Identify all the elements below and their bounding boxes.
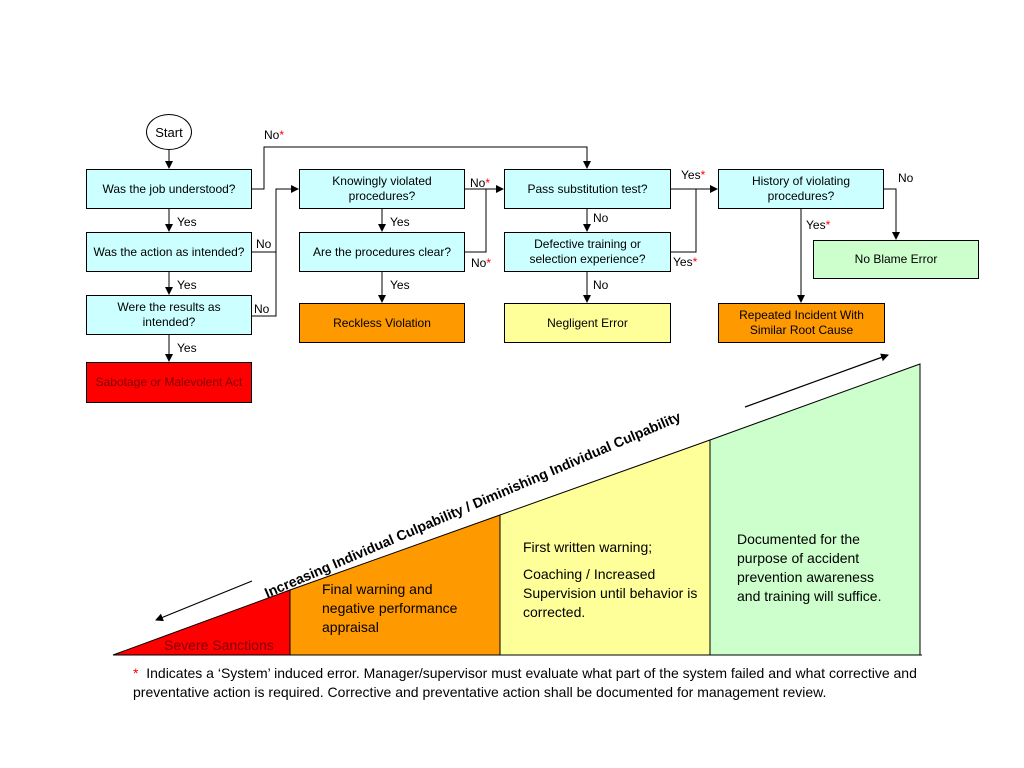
edge-label-yes: Yes xyxy=(177,341,197,355)
first-warning-line: First written warning; xyxy=(523,539,653,555)
box-job-understood: Was the job understood? xyxy=(86,169,252,209)
edge-label-yes: Yes xyxy=(390,278,410,292)
edge-label-yes: Yes xyxy=(390,215,410,229)
box-repeated-incident: Repeated Incident With Similar Root Caus… xyxy=(718,303,885,343)
zone-text-first-warning: First written warning; Coaching / Increa… xyxy=(523,538,707,630)
edge-label-no: No xyxy=(254,302,270,316)
edge-label-yes: Yes xyxy=(177,278,197,292)
box-defective-training: Defective training or selection experien… xyxy=(504,232,671,272)
edge-label-no: No xyxy=(593,278,609,292)
box-substitution-test: Pass substitution test? xyxy=(504,169,671,209)
box-history-violating: History of violating procedures? xyxy=(718,169,884,209)
start-node: Start xyxy=(146,114,192,150)
edge-label-no-star: No* xyxy=(264,128,285,142)
zone-documented xyxy=(709,363,921,656)
edge-label-yes-star: Yes* xyxy=(806,218,831,232)
edge-label-no-star: No* xyxy=(470,176,491,190)
box-no-blame-error: No Blame Error xyxy=(813,240,979,279)
culpability-arrow-lower xyxy=(155,580,253,622)
box-action-intended: Was the action as intended? xyxy=(86,232,252,272)
footnote: * Indicates a ‘System’ induced error. Ma… xyxy=(133,664,933,702)
footnote-star: * xyxy=(133,665,139,681)
edge-label-no: No xyxy=(593,211,609,225)
footnote-text: Indicates a ‘System’ induced error. Mana… xyxy=(133,665,917,700)
culpability-arrow-upper xyxy=(744,353,889,408)
edge-label-yes: Yes xyxy=(177,215,197,229)
box-results-intended: Were the results as intended? xyxy=(86,295,252,335)
box-negligent-error: Negligent Error xyxy=(504,303,671,343)
box-knowingly-violated: Knowingly violated procedures? xyxy=(299,169,465,209)
box-sabotage: Sabotage or Malevolent Act xyxy=(86,362,252,403)
edge-label-no: No xyxy=(898,171,914,185)
edge-label-no-star: No* xyxy=(471,256,492,270)
edge-label-yes-star: Yes* xyxy=(681,168,706,182)
box-reckless-violation: Reckless Violation xyxy=(299,303,465,343)
coaching-line: Coaching / Increased Supervision until b… xyxy=(523,566,698,620)
edge-label-no: No xyxy=(256,237,272,251)
box-procedures-clear: Are the procedures clear? xyxy=(299,232,465,272)
zone-text-documented: Documented for the purpose of accident p… xyxy=(737,531,882,604)
zone-text-final-warning: Final warning and negative performance a… xyxy=(322,581,458,635)
edge-label-yes-star: Yes* xyxy=(673,255,698,269)
zone-text-severe-sanctions: Severe Sanctions xyxy=(164,637,274,653)
